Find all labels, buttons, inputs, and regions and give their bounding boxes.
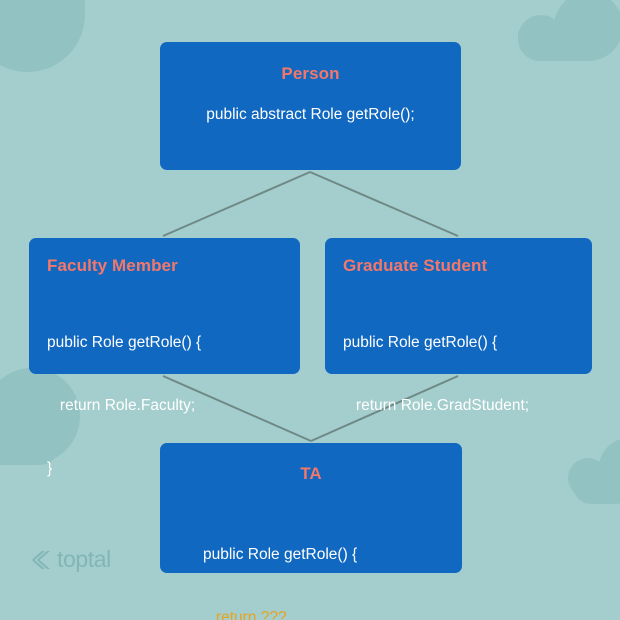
code-line: return Role.GradStudent; [343, 397, 530, 414]
edge-person-to-grad [309, 171, 459, 237]
toptal-logo[interactable]: toptal [31, 548, 111, 571]
code-line: return Role.Faculty; [47, 397, 196, 414]
code-line: public Role getRole() { [203, 546, 358, 563]
cloud-shape-bottom-right [568, 438, 620, 504]
class-node-faculty-member-code: public Role getRole() { return Role.Facu… [47, 290, 300, 521]
class-node-graduate-student[interactable]: Graduate Student public Role getRole() {… [325, 238, 592, 477]
cloud-shape-bottom-left [0, 368, 80, 465]
toptal-wordmark: toptal [57, 546, 111, 572]
class-node-faculty-member[interactable]: Faculty Member public Role getRole() { r… [29, 238, 300, 477]
code-line: } [47, 460, 53, 477]
class-node-person-title: Person [281, 64, 340, 83]
code-line-highlighted: return ??? [203, 607, 462, 620]
cloud-shape-top-left [0, 0, 85, 72]
class-node-person[interactable]: Person public abstract Role getRole(); [160, 42, 461, 170]
code-unknown-return: return ??? [215, 609, 287, 620]
class-node-faculty-member-title: Faculty Member [47, 256, 178, 275]
class-node-person-code: public abstract Role getRole(); [206, 106, 415, 123]
toptal-mark-icon [32, 550, 50, 569]
class-node-ta[interactable]: TA public Role getRole() { return ??? } [160, 443, 462, 620]
class-node-ta-title: TA [300, 464, 322, 483]
code-line: public Role getRole() { [47, 334, 202, 351]
code-indent [203, 609, 216, 620]
class-node-graduate-student-code: public Role getRole() { return Role.Grad… [343, 290, 592, 521]
class-node-ta-code: public Role getRole() { return ??? } [160, 502, 462, 620]
class-node-graduate-student-title: Graduate Student [343, 256, 488, 275]
code-line: public Role getRole() { [343, 334, 498, 351]
edge-person-to-faculty [162, 171, 311, 237]
cloud-shape-top-right [518, 0, 620, 61]
